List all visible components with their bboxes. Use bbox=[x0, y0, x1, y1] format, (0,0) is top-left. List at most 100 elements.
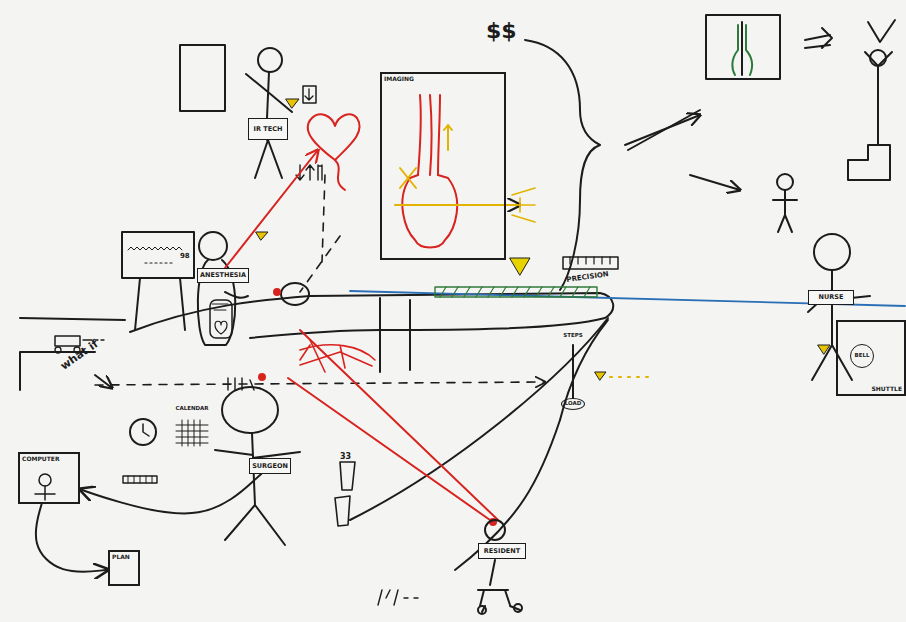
anesthesia-figure-stroke bbox=[199, 232, 227, 260]
ir-tech-figure-stroke bbox=[246, 72, 292, 178]
steps-indicator bbox=[572, 345, 573, 352]
ir-tech-figure-stroke bbox=[180, 45, 225, 111]
ir-tech-figure bbox=[180, 45, 316, 178]
heart-symbol bbox=[225, 114, 360, 268]
yellow-marker bbox=[256, 99, 830, 380]
shuttle-box: SHUTTLE BELL bbox=[836, 320, 906, 396]
patient-table-stroke bbox=[563, 257, 618, 269]
yellow-marker-stroke bbox=[256, 232, 268, 240]
top-right-monitor-stroke bbox=[805, 28, 832, 48]
podium-figures-stroke bbox=[870, 50, 886, 66]
node-text: IMAGING bbox=[384, 76, 502, 82]
imaging-vessel-stroke bbox=[512, 188, 535, 222]
node-text: BELL bbox=[855, 353, 870, 359]
top-right-monitor-stroke bbox=[741, 22, 743, 75]
resident-figure bbox=[478, 520, 522, 614]
patient-table-stroke bbox=[20, 318, 125, 320]
imaging-box: IMAGING bbox=[380, 72, 506, 260]
cost-bracket-stroke bbox=[525, 40, 600, 290]
what-if-note: what if bbox=[58, 337, 101, 372]
bell-circle: BELL bbox=[850, 344, 874, 368]
surgeon-figure-stroke bbox=[123, 476, 157, 483]
steps-marker: STEPS bbox=[560, 333, 586, 345]
patient-table-stroke bbox=[570, 257, 610, 264]
surgeon-figure-stroke bbox=[222, 387, 278, 433]
resident-figure-stroke bbox=[478, 606, 486, 614]
node-text: RESIDENT bbox=[484, 548, 520, 555]
surgeon-figure bbox=[123, 387, 300, 545]
money-symbol: $$ bbox=[486, 18, 517, 43]
computer-box: COMPUTER bbox=[18, 452, 80, 504]
nurse-figure bbox=[808, 234, 870, 380]
observer-figure-stroke bbox=[773, 190, 797, 232]
red-markers-stroke bbox=[274, 289, 280, 295]
catheter-wire-stroke bbox=[350, 291, 905, 306]
name-badge: SURGEON bbox=[249, 458, 291, 474]
ir-tech-figure-stroke bbox=[303, 86, 316, 103]
cost-bracket bbox=[525, 40, 600, 290]
observer-figure-stroke bbox=[777, 174, 793, 190]
top-right-monitor-stroke bbox=[628, 110, 700, 150]
vitals-monitor-stroke bbox=[145, 262, 172, 263]
node-text: SHUTTLE bbox=[872, 386, 902, 392]
podium-figures-stroke bbox=[877, 66, 879, 145]
load-circle: LOAD bbox=[561, 398, 585, 410]
name-badge: IR TECH bbox=[248, 118, 288, 140]
nurse-figure-stroke bbox=[814, 234, 850, 270]
name-badge: ANESTHESIA bbox=[197, 268, 249, 283]
what-if-cart-stroke bbox=[95, 375, 112, 388]
ir-tech-figure-stroke bbox=[258, 48, 282, 72]
red-markers-stroke bbox=[259, 374, 265, 380]
imaging-vessel-stroke bbox=[395, 204, 520, 206]
what-if-cart bbox=[20, 336, 112, 390]
surgeon-figure-stroke bbox=[130, 419, 156, 445]
yellow-dots-stroke bbox=[610, 376, 655, 378]
node-text: NURSE bbox=[819, 294, 844, 301]
node-text: SURGEON bbox=[252, 463, 288, 470]
surgeon-figure-stroke bbox=[128, 476, 152, 483]
node-text: CALENDAR bbox=[175, 406, 208, 412]
anesthesia-figure-stroke bbox=[215, 321, 227, 334]
patient-table-stroke bbox=[380, 298, 410, 372]
name-badge: RESIDENT bbox=[478, 543, 526, 559]
patient-table-stroke bbox=[130, 293, 613, 338]
podium-figures-stroke bbox=[848, 145, 890, 180]
observer-figure bbox=[773, 174, 797, 232]
red-markers bbox=[259, 289, 498, 525]
nurse-figure-stroke bbox=[808, 270, 870, 380]
dashed-guide-stroke bbox=[322, 175, 325, 262]
name-badge: NURSE bbox=[808, 290, 854, 305]
catheter-wire-stroke bbox=[435, 287, 597, 297]
surgeon-figure-stroke bbox=[215, 433, 300, 545]
steps-indicator-stroke bbox=[572, 345, 573, 352]
ir-tech-figure-stroke bbox=[305, 89, 313, 100]
surgeon-figure-stroke bbox=[143, 424, 149, 436]
top-right-monitor-stroke bbox=[706, 15, 780, 79]
item-number: 33 bbox=[340, 452, 351, 461]
podium-figures bbox=[848, 20, 895, 180]
what-if-cart-stroke bbox=[55, 347, 61, 353]
calendar-box: CALENDAR bbox=[172, 406, 212, 448]
imaging-vessel-stroke bbox=[444, 125, 452, 150]
dashed-guide-stroke bbox=[300, 236, 340, 292]
catheter-wire-stroke bbox=[440, 287, 590, 297]
up-down-arrows bbox=[228, 165, 418, 605]
heart-symbol-stroke bbox=[335, 160, 345, 190]
vitals-monitor-stroke bbox=[122, 232, 194, 278]
plan-document: PLAN bbox=[108, 550, 140, 586]
yellow-marker-stroke bbox=[286, 99, 299, 108]
imaging-vessel bbox=[395, 95, 535, 248]
yellow-dots bbox=[610, 376, 655, 378]
top-right-monitor bbox=[625, 15, 832, 190]
podium-figures-stroke bbox=[865, 52, 892, 66]
connector-line bbox=[80, 474, 261, 514]
red-markers-stroke bbox=[300, 340, 375, 372]
patient-table-stroke bbox=[560, 320, 608, 420]
podium-figures-stroke bbox=[868, 20, 895, 42]
red-markers-stroke bbox=[288, 378, 490, 520]
vitals-monitor-stroke bbox=[128, 247, 182, 250]
imaging-vessel-stroke bbox=[400, 168, 416, 188]
